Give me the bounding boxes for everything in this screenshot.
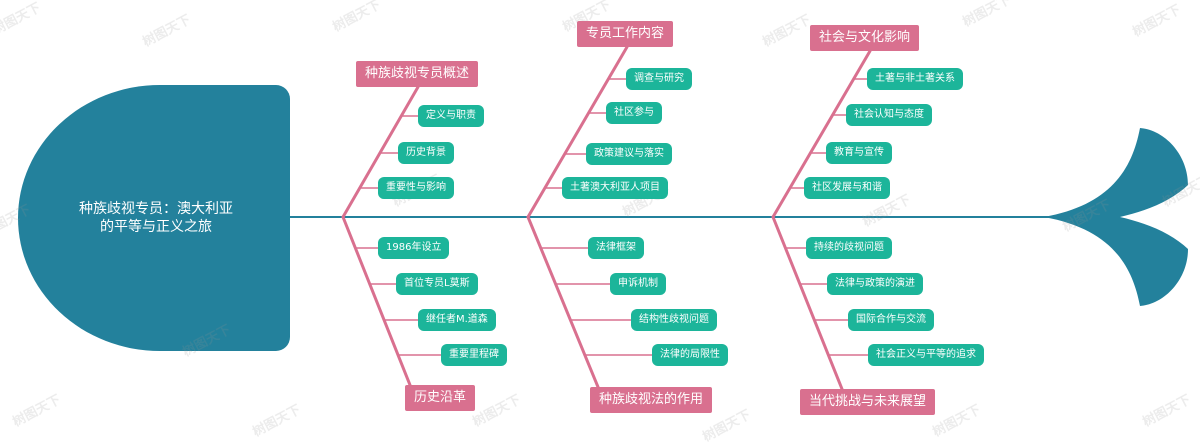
bottom-category-2[interactable]: 种族歧视法的作用	[590, 387, 713, 413]
branch-item[interactable]: 社区发展与和谐	[804, 177, 890, 199]
branch-item[interactable]: 社会认知与态度	[846, 104, 932, 126]
top-category-1[interactable]: 种族歧视专员概述	[356, 61, 479, 87]
branch-bone	[526, 45, 629, 219]
bottom-category-3[interactable]: 当代挑战与未来展望	[800, 389, 936, 415]
fish-head	[18, 85, 290, 351]
branch-item[interactable]: 教育与宣传	[826, 142, 892, 164]
fish-tail	[1044, 128, 1188, 306]
branch-item[interactable]: 土著与非土著关系	[867, 68, 963, 90]
branch-item[interactable]: 社会正义与平等的追求	[868, 344, 984, 366]
branch-item[interactable]: 法律与政策的演进	[827, 273, 923, 295]
bone-lines	[289, 45, 1188, 391]
branch-bone	[771, 215, 844, 391]
branch-item[interactable]: 调查与研究	[626, 68, 692, 90]
diagram-title: 种族歧视专员：澳大利亚 的平等与正义之旅	[79, 201, 233, 235]
branch-bone	[526, 215, 600, 389]
branch-item[interactable]: 重要性与影响	[378, 177, 454, 199]
branch-item[interactable]: 政策建议与落实	[586, 143, 672, 165]
branch-item[interactable]: 继任者M.道森	[418, 309, 496, 331]
branch-item[interactable]: 申诉机制	[610, 273, 666, 295]
branch-item[interactable]: 1986年设立	[378, 237, 450, 259]
branch-item[interactable]: 法律框架	[588, 237, 644, 259]
branch-item[interactable]: 法律的局限性	[652, 344, 728, 366]
branch-item[interactable]: 定义与职责	[418, 105, 484, 127]
branch-bone	[341, 215, 412, 387]
top-category-2[interactable]: 专员工作内容	[577, 21, 674, 47]
branch-bone	[341, 85, 420, 219]
top-category-3[interactable]: 社会与文化影响	[810, 25, 920, 51]
branch-item[interactable]: 历史背景	[398, 142, 454, 164]
branch-item[interactable]: 首位专员L莫斯	[396, 273, 478, 295]
branch-item[interactable]: 国际合作与交流	[848, 309, 934, 331]
bottom-category-1[interactable]: 历史沿革	[405, 385, 476, 411]
branch-item[interactable]: 社区参与	[606, 102, 662, 124]
branch-item[interactable]: 重要里程碑	[441, 344, 507, 366]
branch-item[interactable]: 结构性歧视问题	[631, 309, 717, 331]
branch-item[interactable]: 土著澳大利亚人项目	[562, 177, 668, 199]
branch-item[interactable]: 持续的歧视问题	[806, 237, 892, 259]
